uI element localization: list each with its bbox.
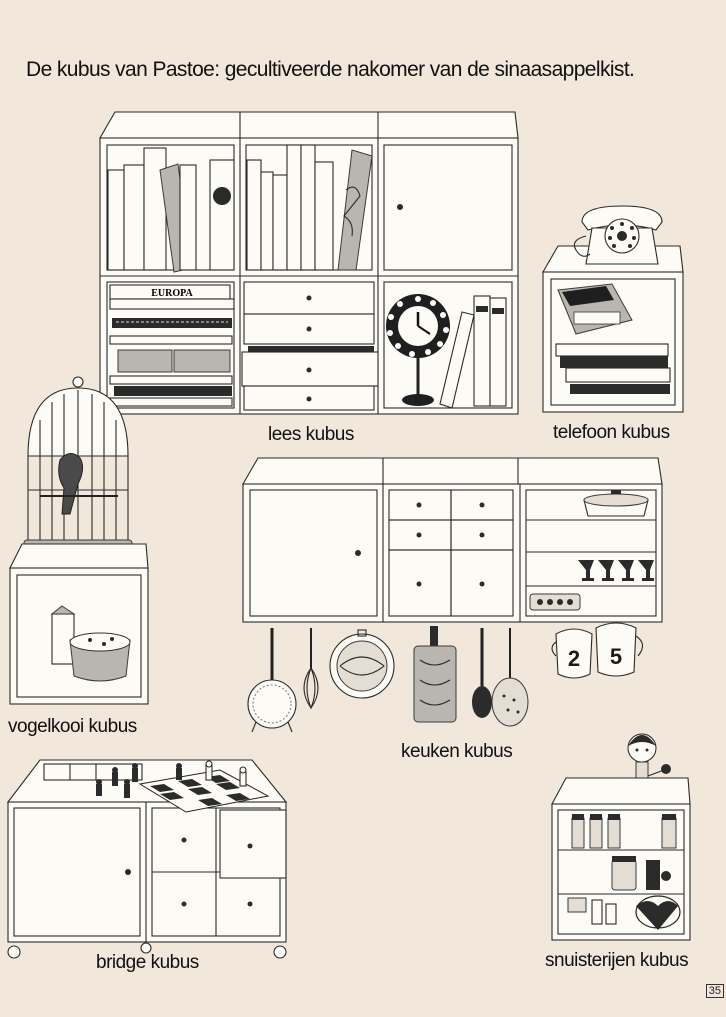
lees-kubus-illustration: EUROPA [99, 111, 519, 415]
mugs-icon: 2 5 [551, 622, 644, 679]
birdcage-icon [23, 376, 133, 559]
ladle-icon [472, 628, 492, 718]
book-label: EUROPA [151, 288, 193, 299]
books-icon [246, 144, 373, 271]
tart-tin-icon [329, 629, 395, 699]
casserole-icon [583, 490, 649, 517]
telefoon-kubus-illustration [542, 205, 684, 413]
caption-vogelkooi-kubus: vogelkooi kubus [8, 716, 137, 737]
book-stack-icon: EUROPA [109, 284, 235, 407]
spice-jars-icon [571, 814, 677, 849]
books-icon [555, 343, 671, 394]
snuisterijen-kubus-illustration [551, 733, 691, 941]
mug-number: 2 [568, 646, 580, 671]
pet-food-icon [50, 605, 131, 682]
caption-bridge-kubus: bridge kubus [96, 952, 199, 973]
page-number: 35 [705, 984, 724, 998]
glasses-icon [567, 895, 681, 930]
headline: De kubus van Pastoe: gecultiveerde nakom… [26, 58, 635, 81]
mug-number: 5 [610, 644, 622, 669]
jars-icon [611, 856, 671, 891]
caption-keuken-kubus: keuken kubus [401, 741, 513, 762]
cutting-board-icon [413, 626, 457, 723]
caption-telefoon-kubus: telefoon kubus [553, 422, 670, 443]
egg-cups-icon [578, 560, 654, 581]
keuken-kubus-illustration: 2 5 [242, 457, 663, 733]
skimmer-icon [491, 628, 529, 727]
whisk-icon [303, 628, 319, 710]
chess-icon [96, 760, 270, 813]
telephone-icon [573, 205, 663, 265]
sieve-icon [247, 628, 297, 733]
vogelkooi-kubus-illustration [9, 376, 149, 705]
egg-tray-icon [529, 593, 581, 611]
drawers [241, 281, 379, 411]
books-icon [439, 295, 507, 409]
bridge-kubus-illustration [6, 759, 288, 959]
calculator-icon [557, 283, 633, 335]
caption-lees-kubus: lees kubus [268, 424, 354, 445]
caption-snuisterijen-kubus: snuisterijen kubus [545, 950, 689, 971]
books-icon [107, 147, 235, 273]
clock-icon [386, 294, 450, 406]
